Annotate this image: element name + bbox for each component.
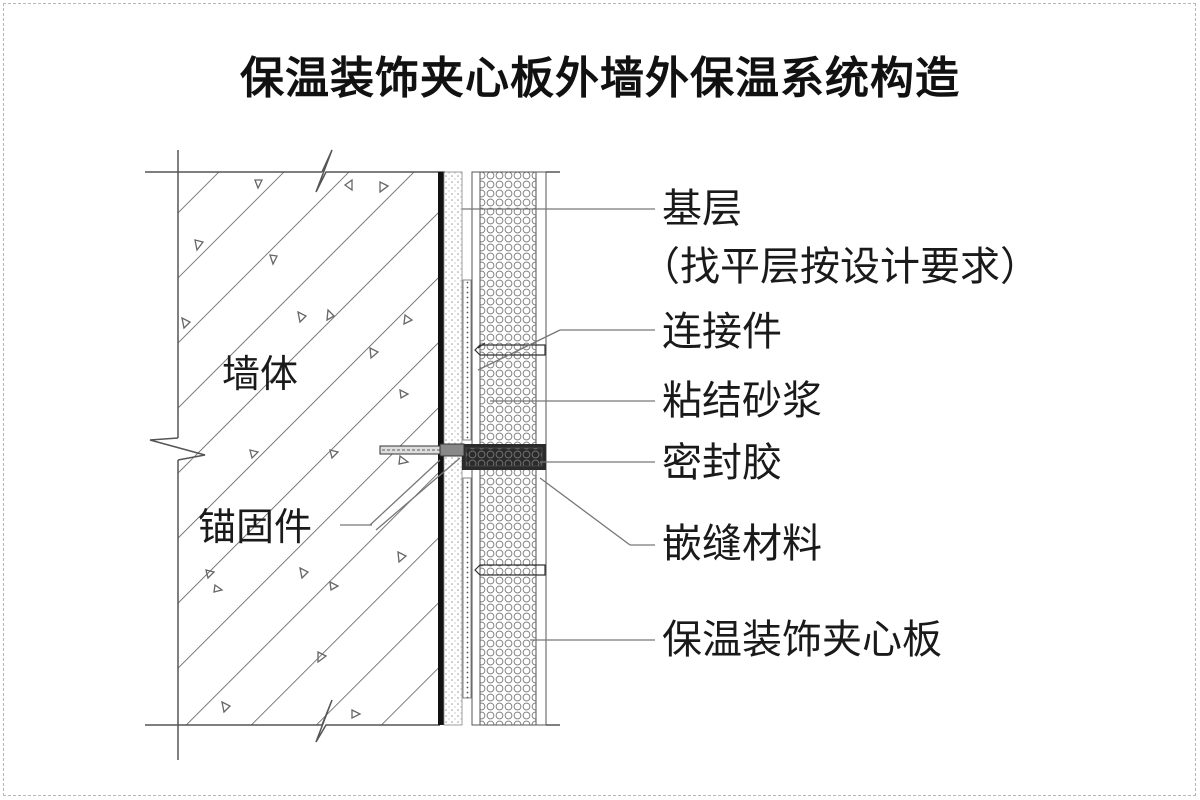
leader-lines [369,208,655,641]
joint-filler [465,447,543,467]
bonding-mortar-label: 粘结砂浆 [662,378,822,424]
base-layer-label: 基层 [662,186,742,232]
connectors [474,342,546,576]
diagram-title: 保温装饰夹心板外墙外保温系统构造 [240,53,960,104]
mortar-strip-upper [462,279,472,441]
sealant-label: 密封胶 [662,440,782,486]
connector-label: 连接件 [662,309,782,355]
leveling-note-label: （找平层按设计要求） [640,244,1040,290]
joint-filler-label: 嵌缝材料 [662,521,822,567]
sandwich-panel-label: 保温装饰夹心板 [662,617,942,663]
wall-label: 墙体 [222,352,298,396]
dashed-frame [3,3,1196,796]
anchor-label: 锚固件 [198,505,312,549]
mortar-strip-lower [462,477,472,699]
wall-section [145,149,445,760]
anchor-bolt [379,443,465,457]
